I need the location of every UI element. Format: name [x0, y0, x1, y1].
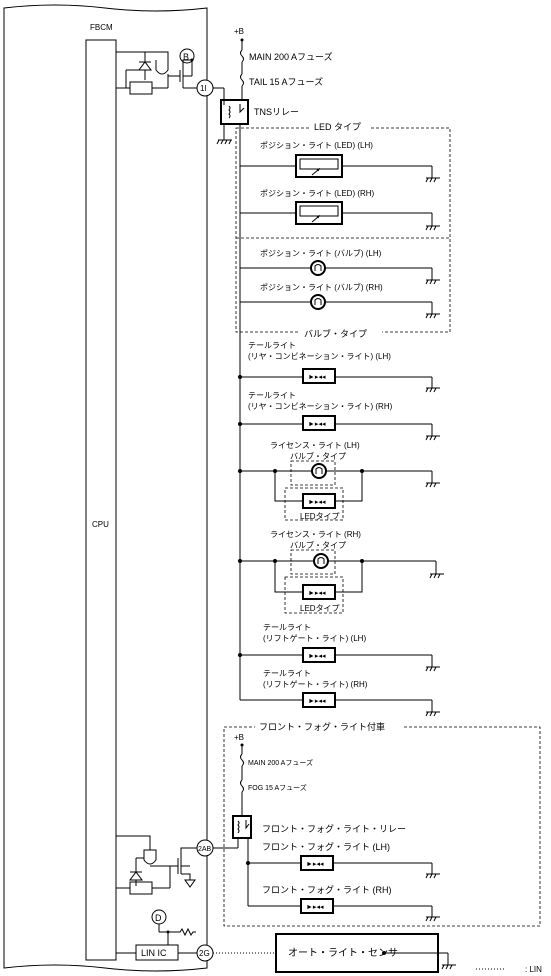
ground-symbol [441, 964, 456, 970]
main-fuse-symbol [240, 49, 244, 63]
pos-bulb-rh-label: ポジション・ライト (バルブ) (RH) [260, 282, 383, 292]
connector-b-label: B [183, 52, 189, 62]
ground-symbol [425, 279, 440, 285]
tns-relay-label: TNSリレー [254, 107, 299, 117]
auto-light-sensor-label: オート・ライト・センサ [288, 947, 398, 959]
pos-bulb-lh-lamp [310, 260, 326, 276]
tail-lg-lh-label-1: テールライト [263, 623, 311, 632]
ground-symbol [425, 313, 440, 319]
tns-relay-box [220, 99, 249, 125]
led-type-label: LED タイプ [314, 122, 361, 132]
license-rh-led-type: LEDタイプ [300, 604, 340, 613]
pos-bulb-lh-label: ポジション・ライト (バルブ) (LH) [260, 248, 382, 258]
license-lh-bulb [311, 463, 327, 479]
ground-symbol [425, 387, 440, 393]
ground-symbol [425, 177, 440, 183]
tail-fuse-label: TAIL 15 Aフューズ [249, 76, 323, 87]
fog-option-label: フロント・フォグ・ライト付車 [259, 721, 385, 732]
connector-d-label: D [155, 913, 162, 923]
ground-symbol [425, 435, 440, 441]
license-lh-led-type: LEDタイプ [300, 512, 340, 521]
pos-led-rh-label: ポジション・ライト (LED) (RH) [260, 189, 375, 198]
tail-lh-label-2: (リヤ・コンビネーション・ライト) (LH) [248, 352, 391, 361]
license-lh-bulb-type: バルブ・タイプ [290, 451, 346, 461]
fbcm-module-body [3, 4, 208, 972]
tail-rh-lamp [302, 415, 336, 431]
lin-ic-label: LIN IC [141, 948, 167, 958]
connector-b-marker [179, 48, 195, 64]
tail-rh-label-2: (リヤ・コンビネーション・ライト) (RH) [248, 402, 393, 411]
fog-relay-label: フロント・フォグ・ライト・リレー [262, 823, 406, 834]
tail-lg-rh-label-2: (リフトゲート・ライト) (RH) [263, 679, 368, 689]
connector-2ab-label: 2AB [198, 846, 212, 853]
fog-output-driver [116, 835, 198, 895]
connector-2ab [196, 839, 214, 857]
svg-text:►▸◂◂: ►▸◂◂ [308, 499, 326, 506]
svg-text:►▸◂◂: ►▸◂◂ [308, 421, 326, 428]
supply-b-label: +B [234, 27, 244, 36]
tail-lh-lamp [302, 368, 336, 384]
ground-symbol [425, 873, 440, 879]
fbcm-label: FBCM [90, 23, 113, 32]
ground-symbol [425, 666, 440, 672]
tail-rh-label-1: テールライト [248, 391, 296, 400]
fog-lh-label: フロント・フォグ・ライト (LH) [262, 841, 390, 852]
fog-rh-label: フロント・フォグ・ライト (RH) [262, 884, 392, 895]
license-rh-label: ライセンス・ライト (RH) [270, 530, 361, 539]
license-rh-bulb [313, 553, 329, 569]
fog-b-label: +B [234, 733, 244, 742]
tail-lh-label-1: テールライト [248, 341, 296, 350]
fog-relay-box [232, 815, 252, 839]
svg-text:►▸◂◂: ►▸◂◂ [308, 374, 326, 381]
ground-symbol [425, 916, 440, 922]
ground-symbol [425, 482, 440, 488]
pos-led-rh-lamp [295, 201, 343, 225]
license-rh-bulb-type: バルブ・タイプ [290, 540, 346, 550]
fog-fuse-label: FOG 15 Aフューズ [248, 783, 307, 792]
connector-2g-label: 2G [199, 949, 210, 958]
pos-led-lh-label: ポジション・ライト (LED) (LH) [260, 141, 373, 150]
svg-text:►▸◂◂: ►▸◂◂ [306, 861, 324, 868]
tail-output-driver [116, 51, 197, 95]
cpu-block [85, 39, 117, 961]
license-lh-label: ライセンス・ライト (LH) [270, 441, 360, 450]
ground-symbol [429, 573, 444, 579]
svg-text:►▸◂◂: ►▸◂◂ [308, 590, 326, 597]
ground-symbol [425, 711, 440, 717]
svg-text:►▸◂◂: ►▸◂◂ [308, 698, 326, 705]
cpu-label: CPU [92, 520, 109, 529]
pos-bulb-rh-lamp [310, 294, 326, 310]
svg-text:►▸◂◂: ►▸◂◂ [306, 904, 324, 911]
fog-main-fuse-label: MAIN 200 Aフューズ [248, 758, 313, 767]
tail-lg-rh-label-1: テールライト [263, 669, 311, 678]
tail-lg-lh-label-2: (リフトゲート・ライト) (LH) [263, 633, 366, 643]
tail-fuse-symbol [240, 73, 244, 87]
connector-1i-label: 1I [200, 84, 207, 93]
svg-text:►▸◂◂: ►▸◂◂ [308, 653, 326, 660]
pos-led-lh-lamp [295, 154, 343, 178]
bulb-type-label: バルブ・タイプ [304, 328, 367, 339]
lin-legend-label: : LIN [525, 965, 542, 974]
main-fuse-label: MAIN 200 Aフューズ [249, 51, 333, 62]
relay-ground-symbol [216, 139, 232, 145]
ground-symbol [425, 225, 440, 231]
